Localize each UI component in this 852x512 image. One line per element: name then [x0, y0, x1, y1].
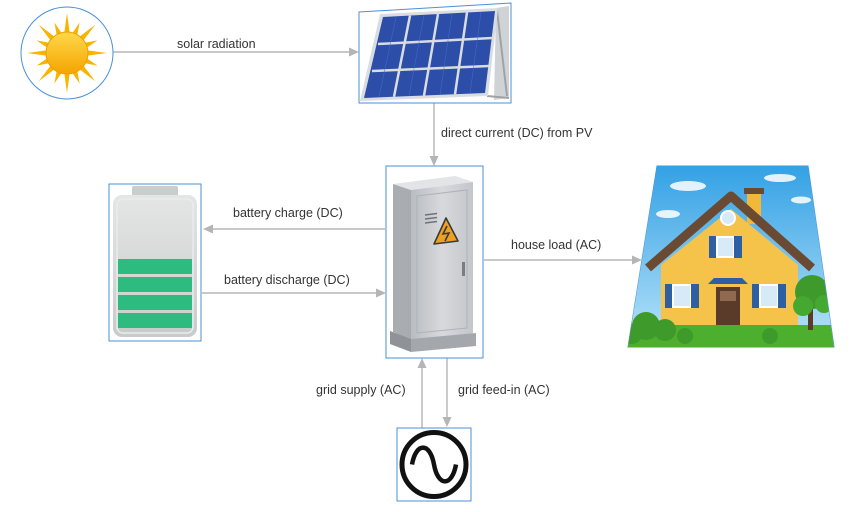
sun-ray	[79, 24, 96, 41]
sun-ray	[36, 40, 50, 48]
sun-icon[interactable]	[20, 6, 114, 100]
connector-house-load	[484, 255, 642, 265]
house-icon[interactable]	[620, 160, 840, 355]
sun-ray	[84, 58, 98, 66]
battery-charge-segment	[118, 295, 192, 310]
sun-ray	[38, 65, 55, 82]
battery-charge-segment	[118, 259, 192, 274]
sun-ray	[84, 40, 98, 48]
battery-icon[interactable]	[108, 183, 202, 342]
label-solar-radiation: solar radiation	[177, 37, 256, 51]
sun-ray	[54, 22, 62, 36]
sun-ray	[86, 50, 107, 56]
sun-ray	[64, 72, 70, 93]
connector-grid-supply	[417, 358, 427, 428]
label-grid-feed-in: grid feed-in (AC)	[458, 383, 550, 397]
solar-panel-icon[interactable]	[358, 2, 512, 104]
inverter-cabinet-icon[interactable]	[385, 165, 484, 359]
sun-ray	[54, 70, 62, 84]
sun-ray	[72, 22, 80, 36]
label-grid-supply: grid supply (AC)	[316, 383, 406, 397]
battery-charge-segment	[118, 277, 192, 292]
connector-battery-discharge	[202, 288, 386, 298]
sun-ray	[36, 58, 50, 66]
label-dc-from-pv: direct current (DC) from PV	[441, 126, 593, 140]
label-house-load: house load (AC)	[511, 238, 601, 252]
connector-grid-feed-in	[442, 358, 452, 427]
ac-grid-icon[interactable]	[396, 427, 472, 502]
connector-solar-radiation	[113, 47, 359, 57]
connector-dc-from-pv	[429, 103, 439, 166]
sun-ray	[79, 65, 96, 82]
label-battery-charge: battery charge (DC)	[233, 206, 343, 220]
battery-charge-segment	[118, 313, 192, 328]
sun-ray	[64, 13, 70, 34]
label-battery-discharge: battery discharge (DC)	[224, 273, 350, 287]
sun-ray	[72, 70, 80, 84]
connector-battery-charge	[203, 224, 385, 234]
sun-ray	[38, 24, 55, 41]
sun-ray	[27, 50, 48, 56]
